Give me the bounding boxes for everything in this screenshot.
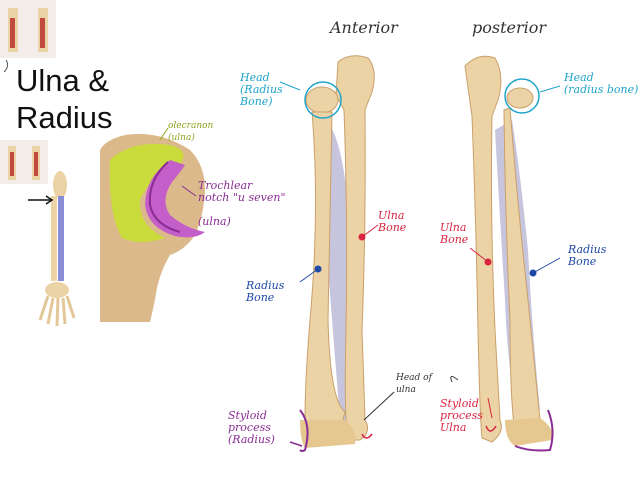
anterior-view-label: Anterior [330, 18, 398, 37]
label-radius-bone-anterior: Radius Bone [246, 279, 285, 304]
label-ulna-bone-anterior: Ulna Bone [378, 209, 407, 234]
trochlear-notch-closeup [100, 134, 205, 322]
label-styloid-process-ulna: Styloid process Ulna [440, 397, 483, 434]
label-head-radius-anterior: Head (Radius Bone) [240, 71, 283, 108]
skeleton-arm [28, 171, 76, 327]
label-head-radius-posterior: Head (radius bone) [564, 71, 639, 96]
posterior-forearm [464, 55, 553, 446]
arm-thumbnail-top [0, 0, 56, 73]
label-head-of-ulna: Head of ulna [396, 373, 432, 395]
label-radius-bone-posterior: Radius Bone [568, 243, 607, 268]
label-styloid-process-radius: Styloid process (Radius) [228, 409, 275, 446]
posterior-view-label: posterior [472, 18, 547, 37]
anterior-forearm [300, 55, 375, 448]
label-olecranon: olecranon (ulna) [168, 121, 214, 143]
label-trochlear-notch: Trochlear notch "u seven" (ulna) [198, 179, 286, 228]
label-ulna-bone-posterior: Ulna Bone [440, 221, 469, 246]
arm-thumbnail-mid [0, 140, 48, 184]
slide-title: Ulna & Radius [16, 63, 113, 135]
